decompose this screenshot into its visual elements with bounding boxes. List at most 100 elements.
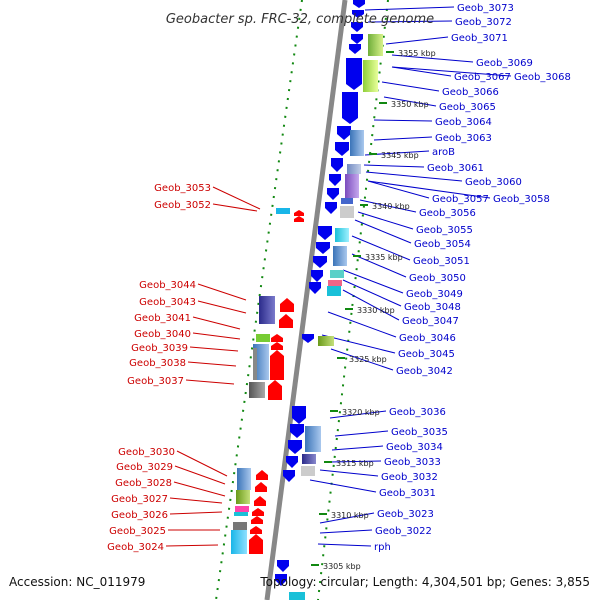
- reverse-gene-arrow: [331, 158, 343, 172]
- gene-label-geob-3026: Geob_3026: [111, 510, 168, 521]
- reverse-gene-arrow: [275, 574, 287, 586]
- reverse-gene-arrow: [351, 22, 363, 32]
- kbp-label: 3345 kbp: [381, 151, 419, 160]
- gene-block: [256, 334, 270, 342]
- gene-label-geob-3027: Geob_3027: [111, 494, 168, 505]
- gene-label-geob-3069: Geob_3069: [476, 58, 533, 69]
- leader-line: [319, 529, 373, 534]
- gene-label-geob-3052: Geob_3052: [154, 200, 211, 211]
- leader-line: [319, 512, 375, 524]
- gene-block: [318, 336, 334, 346]
- gene-block: [276, 208, 290, 214]
- label-leaders: [165, 6, 512, 547]
- forward-gene-arrow: [271, 342, 283, 350]
- leader-line: [351, 253, 407, 278]
- leader-line: [359, 199, 417, 213]
- leader-line: [367, 180, 430, 199]
- reverse-gene-arrow: [327, 188, 339, 200]
- leader-line: [381, 81, 440, 92]
- reverse-gene-arrow: [318, 226, 332, 240]
- forward-gene-arrow: [279, 314, 293, 328]
- gene-block: [333, 246, 347, 266]
- gene-label-geob-3038: Geob_3038: [129, 358, 186, 369]
- gene-label-geob-3061: Geob_3061: [427, 163, 484, 174]
- leader-line: [192, 316, 241, 330]
- gene-label-geob-3046: Geob_3046: [399, 333, 456, 344]
- reverse-gene-arrow: [346, 58, 362, 90]
- right-gene-labels: Geob_3073Geob_3072Geob_3071Geob_3069Geob…: [374, 3, 571, 553]
- gene-block: [363, 60, 378, 92]
- leader-line: [212, 186, 261, 210]
- leader-line: [329, 460, 382, 463]
- leader-line: [321, 334, 396, 354]
- gene-block: [253, 348, 257, 380]
- forward-gene-arrow: [250, 526, 262, 534]
- gene-block: [341, 198, 353, 204]
- forward-gene-arrow: [268, 380, 282, 400]
- forward-gene-arrow: [280, 298, 294, 312]
- genome-backbone: [264, 0, 348, 600]
- gene-label-geob-3057: Geob_3057: [432, 194, 489, 205]
- gene-label-geob-3065: Geob_3065: [439, 102, 496, 113]
- gene-label-geob-3023: Geob_3023: [377, 509, 434, 520]
- reverse-gene-arrow: [290, 424, 304, 438]
- gene-block: [249, 382, 265, 398]
- kbp-label: 3355 kbp: [398, 49, 436, 58]
- gene-label-geob-3044: Geob_3044: [139, 280, 196, 291]
- accession-text: Accession: NC_011979: [9, 575, 145, 589]
- leader-line: [391, 66, 452, 77]
- right-tick-track: [317, 0, 389, 600]
- leader-line: [319, 469, 379, 477]
- leader-line: [342, 279, 402, 307]
- leader-line: [176, 450, 228, 477]
- leader-line: [187, 361, 237, 367]
- gene-block: [335, 228, 349, 242]
- leader-line: [367, 20, 453, 23]
- gene-label-arob: aroB: [432, 147, 455, 158]
- gene-block: [301, 466, 315, 476]
- forward-gene-arrow: [256, 470, 268, 480]
- gene-label-geob-3073: Geob_3073: [457, 3, 514, 14]
- gene-block: [340, 206, 354, 218]
- gene-label-geob-3033: Geob_3033: [384, 457, 441, 468]
- reverse-gene-arrow: [277, 560, 289, 572]
- leader-line: [373, 119, 433, 122]
- gene-label-geob-3030: Geob_3030: [118, 447, 175, 458]
- gene-label-geob-3034: Geob_3034: [386, 442, 443, 453]
- genome-stats-text: Topology: circular; Length: 4,304,501 bp…: [259, 575, 590, 589]
- gene-label-geob-3029: Geob_3029: [116, 462, 173, 473]
- reverse-gene-arrow: [292, 406, 306, 424]
- gene-block: [330, 270, 344, 278]
- gene-label-geob-3037: Geob_3037: [127, 376, 184, 387]
- gene-block: [236, 490, 250, 504]
- kbp-label: 3310 kbp: [331, 511, 369, 520]
- leader-line: [383, 96, 437, 107]
- forward-gene-arrow: [270, 350, 284, 380]
- reverse-gene-arrow: [283, 470, 295, 482]
- gene-block: [289, 592, 305, 600]
- gene-label-geob-3067: Geob_3067: [454, 72, 511, 83]
- gene-block: [234, 512, 248, 516]
- leader-line: [391, 66, 512, 77]
- forward-gene-arrow: [251, 516, 263, 524]
- leader-line: [342, 269, 404, 294]
- gene-label-geob-3032: Geob_3032: [381, 472, 438, 483]
- gene-label-geob-3042: Geob_3042: [396, 366, 453, 377]
- gene-block: [368, 34, 383, 56]
- gene-label-geob-3045: Geob_3045: [398, 349, 455, 360]
- gene-block: [327, 286, 341, 296]
- leader-line: [364, 6, 455, 11]
- gene-block: [347, 164, 361, 174]
- gene-label-geob-3025: Geob_3025: [109, 526, 166, 537]
- gene-label-geob-3043: Geob_3043: [139, 297, 196, 308]
- gene-label-geob-3048: Geob_3048: [404, 302, 461, 313]
- leader-line: [330, 348, 394, 371]
- reverse-gene-arrow: [349, 44, 361, 54]
- forward-gene-arrow: [294, 210, 304, 216]
- gene-block: [305, 426, 321, 452]
- leader-line: [363, 164, 425, 168]
- leader-line: [373, 136, 433, 141]
- gene-label-geob-3060: Geob_3060: [465, 177, 522, 188]
